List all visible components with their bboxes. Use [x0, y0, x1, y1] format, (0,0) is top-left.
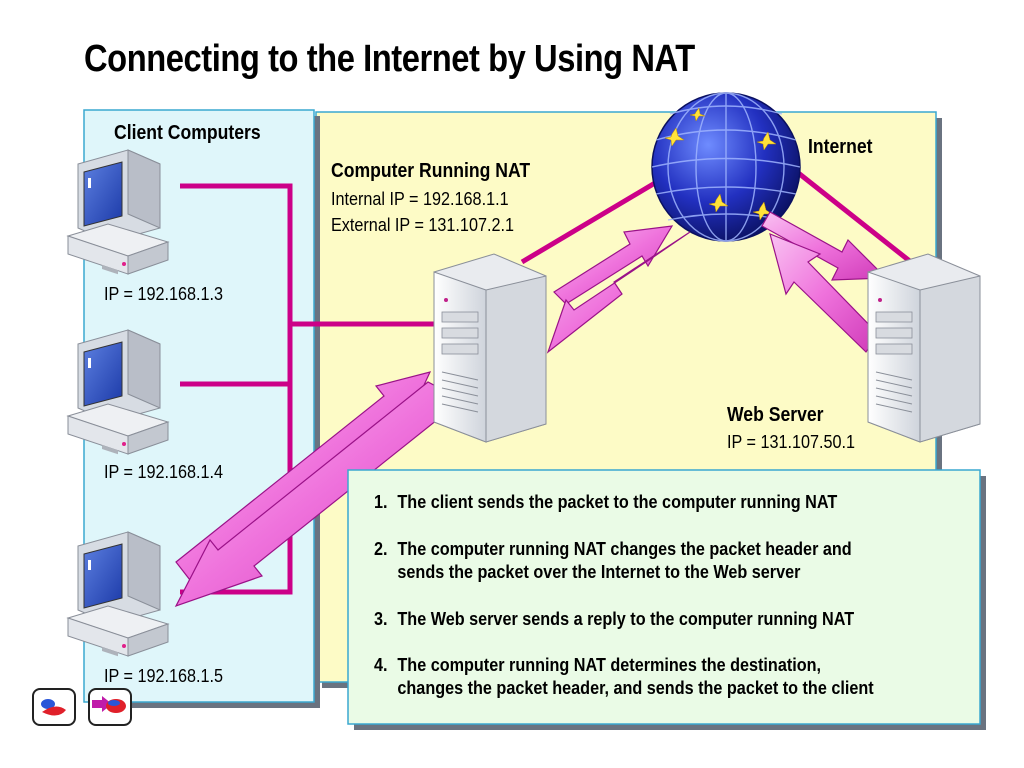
client-1-ip: IP = 192.168.1.3 [104, 284, 224, 304]
nat-server-icon [433, 253, 547, 443]
step-4: 4. The computer running NAT determines th… [374, 654, 874, 700]
nat-internal-ip: Internal IP = 192.168.1.1 [331, 189, 509, 209]
arrow-nat-to-client [174, 381, 464, 608]
step-text: The computer running NAT determines the … [397, 655, 822, 675]
web-server-ip: IP = 131.107.50.1 [727, 432, 856, 452]
webserver-link [790, 166, 918, 268]
previous-slide-button[interactable] [32, 688, 76, 726]
client-computer-2-icon [67, 329, 169, 455]
step-text: The computer running NAT changes the pac… [397, 539, 852, 559]
step-text: The Web server sends a reply to the comp… [397, 609, 855, 629]
client-bus-line [180, 183, 293, 595]
step-number: 1. [374, 492, 388, 512]
nat-heading: Computer Running NAT [331, 160, 531, 182]
arrow-webserver-to-internet [769, 232, 879, 353]
client-computer-3-icon [67, 531, 169, 657]
web-server-heading: Web Server [727, 404, 824, 426]
client-2-ip: IP = 192.168.1.4 [104, 462, 224, 482]
previous-slide-icon [41, 699, 66, 716]
step-3: 3. The Web server sends a reply to the co… [374, 608, 854, 631]
step-2: 2. The computer running NAT changes the p… [374, 538, 852, 584]
client-3-ip: IP = 192.168.1.5 [104, 666, 224, 686]
network-links [180, 166, 918, 595]
next-slide-icon [92, 696, 126, 713]
web-server-icon [867, 253, 981, 443]
nat-external-ip: External IP = 131.107.2.1 [331, 215, 514, 235]
arrow-internet-to-webserver [761, 211, 888, 281]
packet-flow-arrows [174, 211, 888, 608]
internet-globe-icon [651, 92, 801, 242]
next-slide-button[interactable] [88, 688, 132, 726]
arrow-nat-to-internet [553, 225, 674, 305]
step-number: 4. [374, 655, 388, 675]
step-text-continued: changes the packet header, and sends the… [397, 678, 874, 698]
page-title: Connecting to the Internet by Using NAT [84, 38, 695, 80]
step-number: 3. [374, 609, 388, 629]
nat-external-link [520, 177, 662, 265]
client-group-heading: Client Computers [114, 122, 261, 144]
step-1: 1. The client sends the packet to the com… [374, 491, 837, 514]
step-text-continued: sends the packet over the Internet to th… [397, 562, 801, 582]
step-text: The client sends the packet to the compu… [397, 492, 838, 512]
internet-label: Internet [808, 136, 873, 158]
steps-panel [347, 469, 981, 725]
client-computer-1-icon [67, 149, 169, 275]
arrow-internet-to-nat [546, 231, 691, 354]
step-number: 2. [374, 539, 388, 559]
